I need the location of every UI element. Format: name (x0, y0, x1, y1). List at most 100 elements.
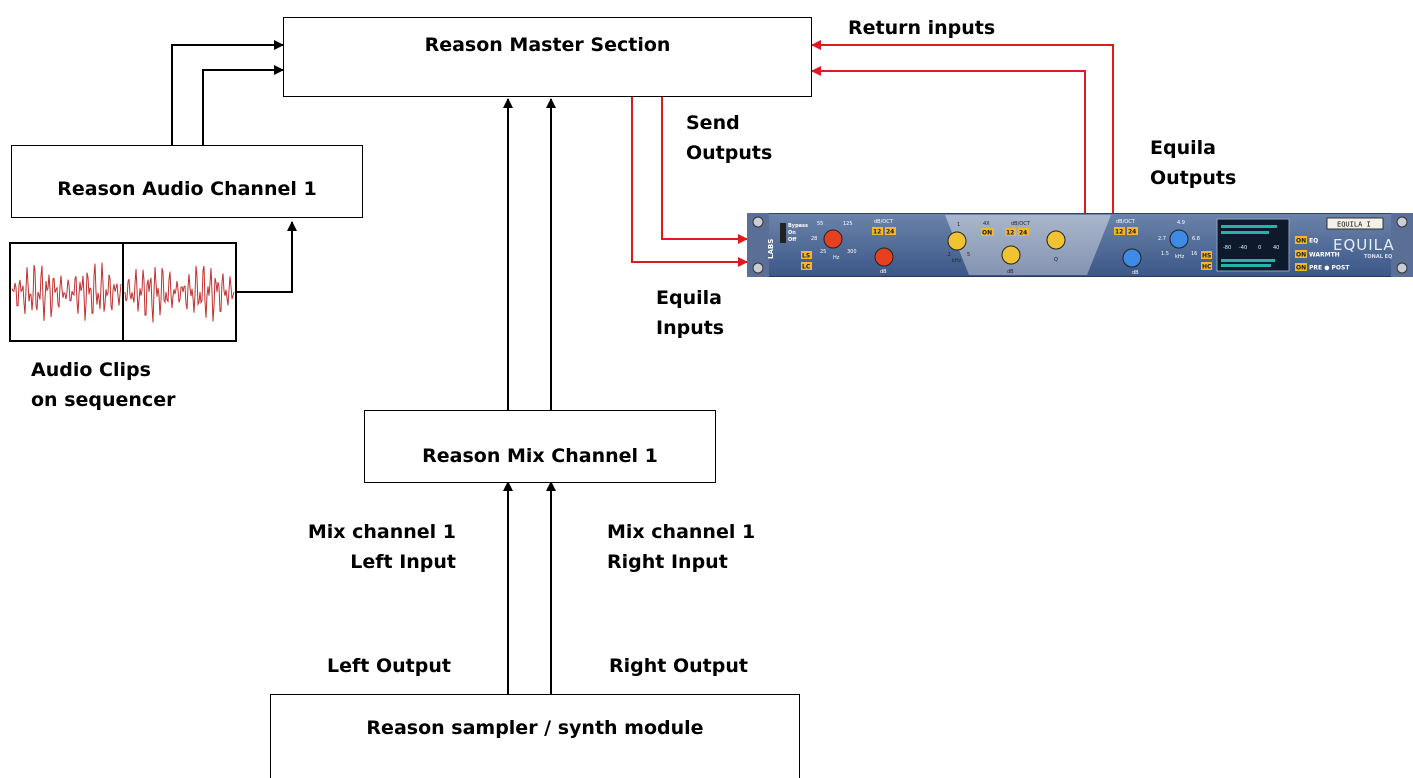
connector-return-1 (811, 66, 1086, 213)
s1-freq-300: 300 (847, 249, 857, 255)
s1-freq-25: 25 (820, 249, 826, 255)
audio-clips-waveform (9, 242, 237, 342)
s3-freq-4-9: 4.9 (1177, 220, 1185, 226)
meter-scale-m40: -40 (1239, 245, 1247, 251)
waveform-clip-2 (124, 265, 235, 323)
equila-outputs-line-2: Outputs (1150, 167, 1237, 189)
bypass-option-off: Off (788, 237, 797, 243)
s3-freq-2-7: 2.7 (1158, 236, 1166, 242)
s2-slope-12[interactable]: 12 (1006, 230, 1014, 237)
send-outputs-line-2: Outputs (686, 142, 773, 164)
s1-gain-label: dB (880, 269, 887, 275)
s3-hc-button[interactable]: HC (1202, 264, 1212, 271)
equila-inputs-label: Equila Inputs (656, 283, 724, 343)
s3-gain-label: dB (1132, 270, 1139, 276)
s1-slope-24[interactable]: 24 (886, 229, 894, 236)
s2-freq-5: 5 (967, 252, 970, 258)
s2-freq-knob[interactable] (947, 231, 967, 251)
s2-gain-knob[interactable] (1001, 245, 1021, 265)
mix-channel-label: Reason Mix Channel 1 (422, 444, 658, 467)
mix-left-input-label: Mix channel 1 Left Input (296, 517, 456, 577)
meter-scale-0: 0 (1258, 245, 1261, 251)
sampler-label: Reason sampler / synth module (366, 717, 704, 739)
s1-freq-125: 125 (843, 221, 853, 227)
left-output-label: Left Output (327, 655, 451, 677)
connector-send-1 (631, 97, 748, 267)
right-output-label: Right Output (609, 655, 748, 677)
eq-switch-label: EQ (1309, 238, 1318, 245)
s1-lc-button[interactable]: LC (802, 264, 811, 271)
s2-q-knob[interactable] (1046, 230, 1066, 250)
connector-send-2 (661, 97, 748, 244)
mix-left-input-line-1: Mix channel 1 (307, 521, 456, 543)
s3-freq-16: 16 (1191, 251, 1197, 257)
s3-slope-12[interactable]: 12 (1115, 229, 1123, 236)
s3-header: dB/OCT (1116, 219, 1136, 225)
s2-khz-label: kHz (952, 258, 962, 264)
equila-outputs-line-1: Equila (1150, 137, 1216, 159)
meter-scale-m80: -80 (1223, 245, 1231, 251)
s3-freq-1-5: 1.5 (1161, 251, 1169, 257)
s2-freq-02: .2 (946, 252, 951, 258)
audio-clips-label: Audio Clips on sequencer (31, 355, 175, 415)
warmth-switch-label: WARMTH (1309, 252, 1340, 259)
mix-right-input-line-2: Right Input (607, 551, 728, 573)
equila-sub-brand: TONAL EQ (1364, 254, 1392, 260)
device-name-text: EQUILA I (1337, 221, 1371, 229)
connector-audio-to-master-2 (202, 65, 284, 145)
connector-audio-to-master-1 (171, 40, 284, 145)
waveform-clip-1 (11, 262, 122, 321)
audio-channel-box: Reason Audio Channel 1 (11, 145, 363, 218)
s2-4x-label: 4X (983, 221, 990, 227)
audio-clips-line-2: on sequencer (31, 389, 176, 411)
eq-on-button[interactable]: ON (1296, 238, 1306, 245)
send-outputs-label: Send Outputs (686, 108, 772, 168)
return-inputs-label: Return inputs (848, 17, 996, 39)
audio-channel-label: Reason Audio Channel 1 (57, 177, 317, 200)
s1-ls-button[interactable]: LS (802, 253, 810, 260)
bypass-option-bypass: Bypass (788, 223, 808, 229)
meter-scale-40: 40 (1273, 245, 1279, 251)
s1-slope-12[interactable]: 12 (873, 229, 881, 236)
s1-freq-knob[interactable] (823, 229, 843, 249)
rack-screw-icons (752, 216, 1408, 274)
bypass-option-on: On (788, 230, 796, 236)
master-section-box: Reason Master Section (283, 17, 812, 97)
s1-freq-55: 55 (817, 221, 823, 227)
pre-post-on-button[interactable]: ON (1296, 265, 1306, 272)
mix-channel-box: Reason Mix Channel 1 (364, 410, 716, 483)
warmth-on-button[interactable]: ON (1296, 252, 1306, 259)
s3-freq-6-8: 6.8 (1192, 236, 1200, 242)
s3-freq-knob[interactable] (1169, 229, 1189, 249)
s2-freq-1: 1 (957, 222, 960, 228)
s1-gain-knob[interactable] (874, 247, 894, 267)
s2-on-button[interactable]: ON (982, 230, 992, 237)
bypass-switch[interactable] (780, 223, 786, 243)
s3-hs-button[interactable]: HS (1202, 253, 1211, 260)
s3-gain-knob[interactable] (1122, 248, 1142, 268)
connector-clips-to-audio (236, 221, 297, 293)
master-section-label: Reason Master Section (424, 34, 671, 56)
device-name-tag[interactable] (1326, 217, 1384, 230)
s3-khz-label: kHz (1175, 254, 1185, 260)
sampler-box: Reason sampler / synth module (270, 694, 800, 778)
s3-slope-24[interactable]: 24 (1128, 229, 1136, 236)
equila-outputs-label: Equila Outputs (1150, 133, 1236, 193)
s2-slope-24[interactable]: 24 (1019, 230, 1027, 237)
s2-gain-label: dB (1007, 269, 1014, 275)
equila-rack-unit: LABS Bypass On Off 55 125 28 300 25 Hz d… (747, 213, 1413, 277)
s1-freq-28: 28 (811, 236, 817, 242)
connector-return-2 (811, 40, 1114, 213)
s2-header: dB/OCT (1011, 221, 1031, 227)
mix-right-input-line-1: Mix channel 1 (607, 521, 756, 543)
equila-brand: EQUILA (1333, 236, 1395, 254)
s2-q-label: Q (1054, 257, 1058, 263)
s1-header: dB/OCT (874, 219, 894, 225)
mix-right-input-label: Mix channel 1 Right Input (607, 517, 755, 577)
mix-left-input-line-2: Left Input (350, 551, 456, 573)
s1-hz-label: Hz (833, 255, 840, 261)
equila-inputs-line-2: Inputs (656, 317, 725, 339)
pre-post-label: PRE ● POST (1309, 265, 1350, 272)
